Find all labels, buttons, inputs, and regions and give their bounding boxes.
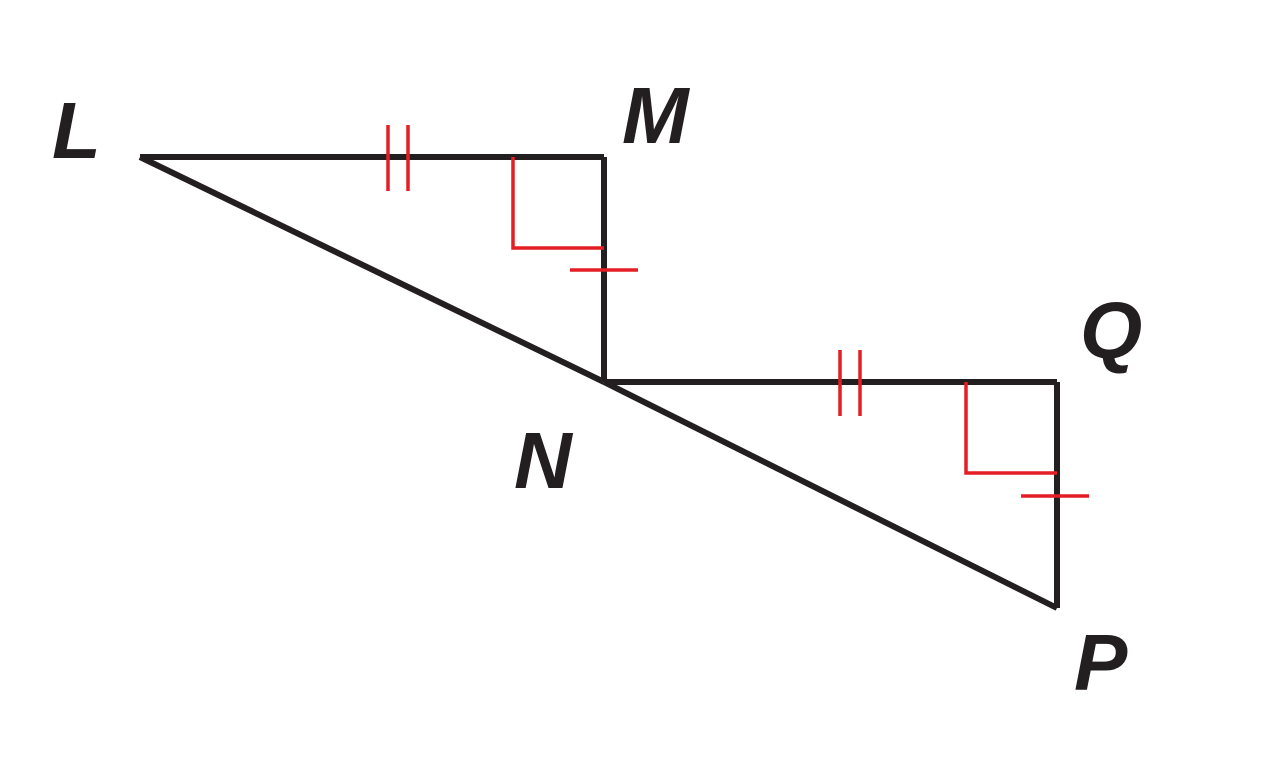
segment-np: [602, 379, 1059, 611]
vertex-label-q: Q: [1080, 286, 1142, 375]
vertex-label-m: M: [622, 71, 691, 160]
double-tick-mark-lm: [386, 125, 410, 191]
right-angle-mark-q: [964, 382, 1057, 475]
vertex-label-p: P: [1074, 618, 1128, 707]
segment-ln: [138, 154, 606, 385]
triangle-lmn: [138, 154, 607, 385]
right-angle-mark-m: [511, 157, 604, 250]
vertex-label-l: L: [52, 86, 101, 175]
double-tick-mark-nq: [838, 350, 862, 416]
triangle-nqp: [602, 379, 1060, 611]
vertex-label-n: N: [514, 416, 574, 505]
